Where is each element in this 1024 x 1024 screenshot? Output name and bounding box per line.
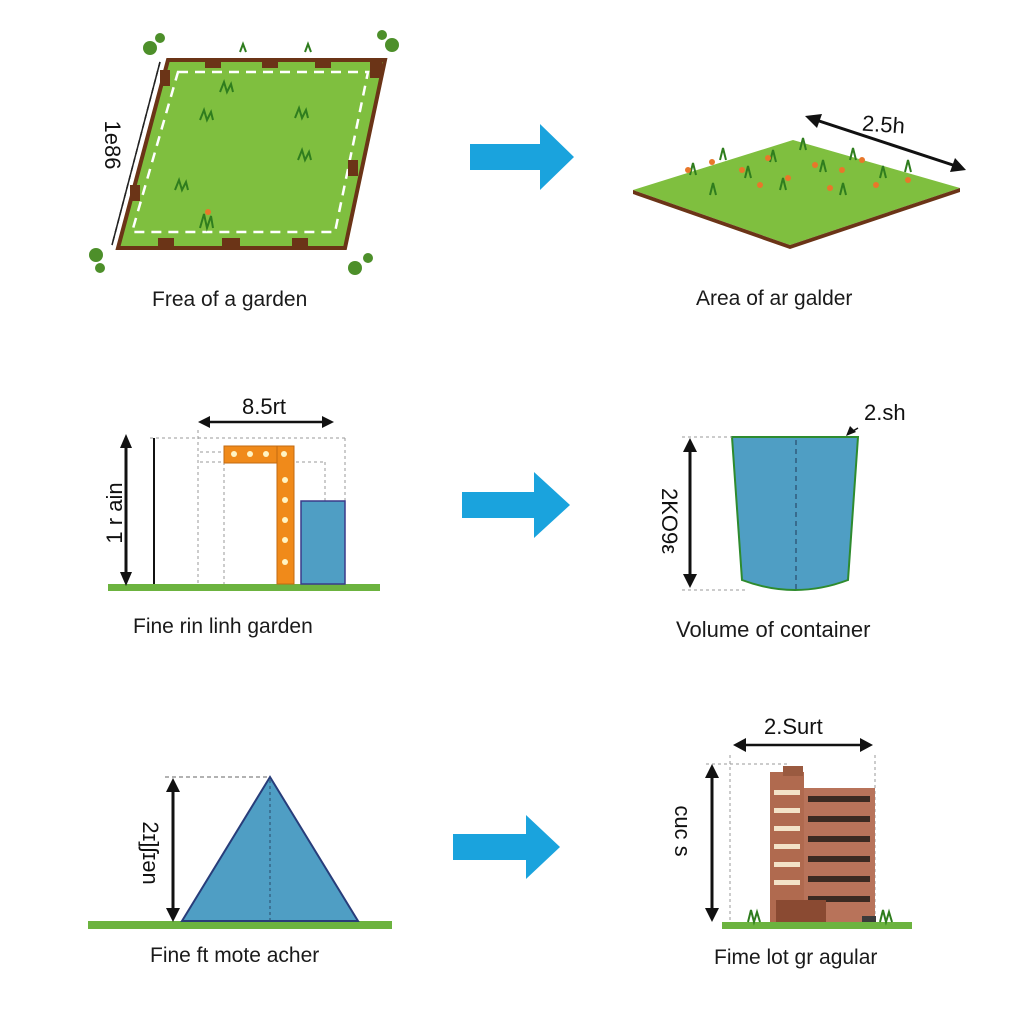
- caption-garden-area-right: Area of ar galder: [696, 287, 853, 310]
- container-top-dimension-label: 2.sh: [864, 400, 906, 425]
- caption-garden-area-left: Frea of a garden: [152, 288, 308, 311]
- caption-triangle: Fine ft mote acher: [150, 944, 320, 967]
- triangle-side-dimension-label: 2ɪ]ʃɪən: [138, 821, 163, 885]
- caption-building: Fime lot gr agular: [714, 946, 878, 969]
- garden-side-dimension-label: 1e86: [100, 120, 125, 170]
- arrow-right-icon: [470, 124, 574, 190]
- triangle-shape: [88, 775, 392, 929]
- slab-top-dimension-label: 2.5h: [861, 110, 906, 139]
- linear-garden-side-dimension-label: 1 r ain: [102, 482, 127, 544]
- arrow-right-icon: [453, 815, 560, 879]
- caption-linear-garden: Fine rin linh garden: [133, 615, 313, 638]
- building-side-dimension-label: cuc s: [670, 805, 695, 857]
- linear-garden-top-dimension-label: 8.5rt: [242, 394, 287, 419]
- garden-slab: [633, 114, 966, 249]
- linear-garden: [108, 416, 380, 591]
- arrow-right-icon: [462, 472, 570, 538]
- caption-container-volume: Volume of container: [676, 617, 871, 642]
- building: [705, 738, 912, 929]
- building-top-dimension-label: 2.Surt: [764, 714, 823, 739]
- garden-plot: [89, 30, 399, 275]
- water-container: [682, 426, 860, 591]
- container-side-dimension-label: 2KO9ε: [657, 487, 682, 555]
